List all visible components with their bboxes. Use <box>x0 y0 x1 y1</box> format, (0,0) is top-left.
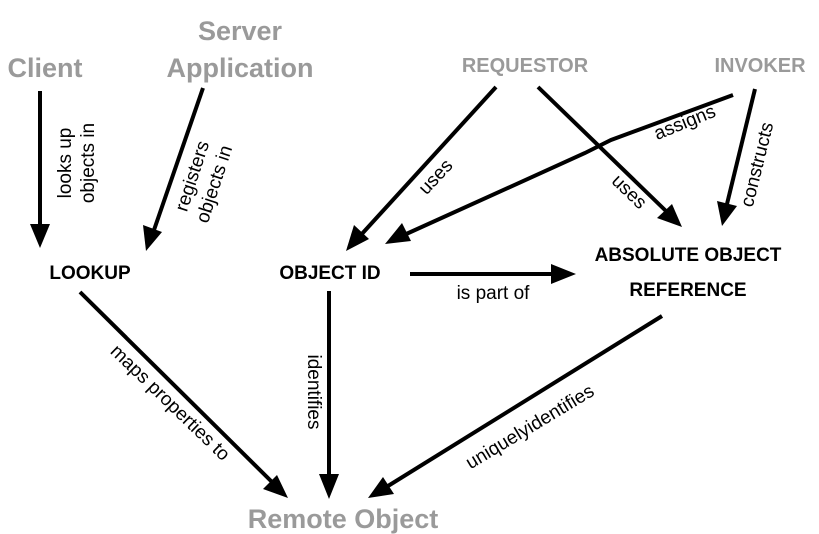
label-client-lookup-line2: objects in <box>78 123 99 203</box>
node-remote-object: Remote Object <box>248 504 439 534</box>
node-lookup: LOOKUP <box>49 263 131 284</box>
node-absolute-object-reference-line1: ABSOLUTE OBJECT <box>595 245 782 266</box>
label-objectid-absref: is part of <box>457 283 531 304</box>
label-client-lookup-line1: looks up <box>55 128 76 199</box>
node-invoker: INVOKER <box>714 55 806 77</box>
edge-requestor-objectid <box>358 85 498 238</box>
arrowhead-client-lookup <box>30 224 50 248</box>
label-requestor-absref: uses <box>607 171 650 214</box>
node-server-application-line1: Server <box>198 16 283 46</box>
arrowhead-invoker-objectid <box>385 223 411 244</box>
node-absolute-object-reference-line2: REFERENCE <box>629 280 746 301</box>
label-lookup-remote: maps properties to <box>106 341 234 465</box>
node-object-id: OBJECT ID <box>279 263 380 284</box>
label-objectid-remote: identifies <box>303 355 324 430</box>
arrowhead-requestor-absref <box>657 204 682 227</box>
node-client: Client <box>7 53 82 83</box>
edge-invoker-absref <box>725 88 757 205</box>
edge-absref-remote <box>386 314 664 488</box>
arrowhead-absref-remote <box>368 477 394 498</box>
arrowhead-server-lookup <box>143 225 162 251</box>
edge-invoker-objectid <box>403 93 734 237</box>
arrowhead-requestor-objectid <box>346 225 369 251</box>
label-invoker-objectid: assigns <box>651 101 719 145</box>
label-requestor-objectid: uses <box>415 155 458 199</box>
node-server-application-line2: Application <box>167 53 314 83</box>
arrowhead-objectid-remote <box>319 474 339 499</box>
arrowhead-objectid-absref <box>551 264 576 284</box>
edge-lookup-remote <box>78 290 274 484</box>
edge-requestor-absref <box>536 85 669 214</box>
arrowhead-invoker-absref <box>717 201 737 226</box>
node-requestor: REQUESTOR <box>462 55 589 77</box>
edge-server-lookup <box>152 87 205 231</box>
arrowhead-lookup-remote <box>263 475 288 498</box>
